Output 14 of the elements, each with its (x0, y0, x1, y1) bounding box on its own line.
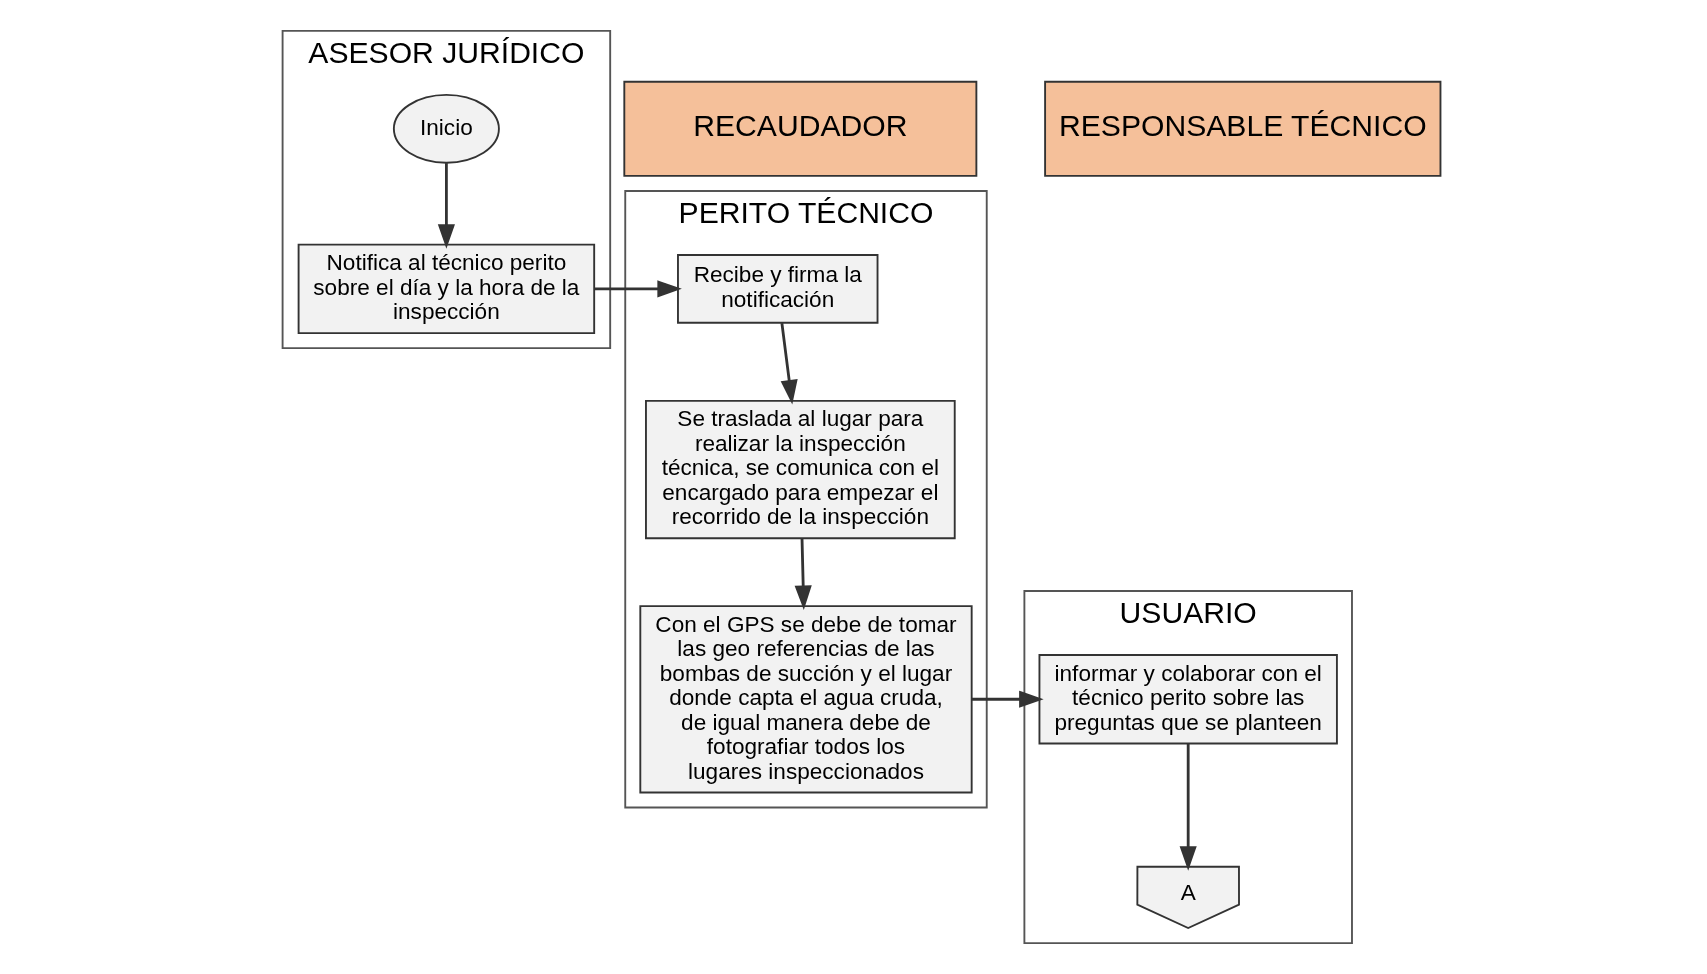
node-box: informar y colaborar con el técnico perito sobre las preguntas que se planteen (1038, 654, 1338, 745)
arrow (971, 690, 1044, 708)
arrow (794, 538, 812, 611)
node-ellipse: Inicio (392, 94, 500, 164)
node-box: Se traslada al lugar para realizar la inspección técnica, se comunica con el encargado para empezar el recorrido de la inspección (644, 399, 956, 540)
node-box: Recibe y firma la notificación (676, 254, 878, 324)
node-box: Notifica al técnico perito sobre el día y la hora de la inspección (297, 243, 595, 335)
node-box: Con el GPS se debe de tomar las geo referencias de las bombas de succión y el lugar donde capta el agua cruda, de igual manera debe de fotografiar todos los lugares inspeccionados (638, 605, 973, 794)
arrow (1179, 743, 1197, 871)
arrow (437, 163, 455, 249)
arrow (780, 323, 798, 405)
arrow (594, 280, 682, 298)
node-box: RESPONSABLE TÉCNICO (1043, 80, 1441, 177)
node-box: RECAUDADOR (622, 80, 977, 177)
